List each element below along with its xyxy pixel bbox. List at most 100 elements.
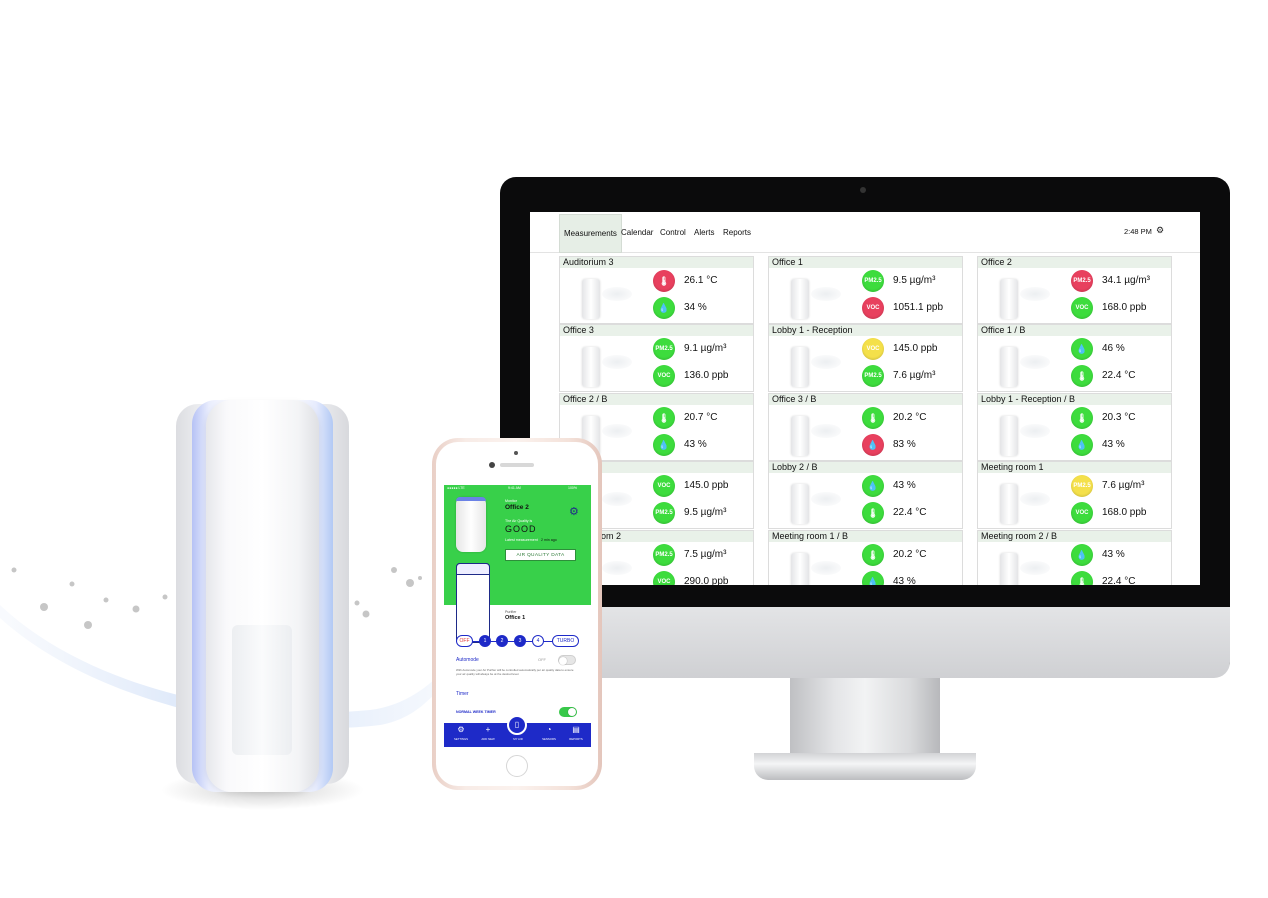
thermometer-icon: 🌡	[862, 544, 884, 566]
tab-calendar[interactable]: Calendar	[621, 228, 654, 237]
phone-speaker	[500, 463, 534, 467]
gear-icon[interactable]: ⚙	[569, 506, 579, 518]
fan-speed-selector: OFF 1 2 3 4 TURBO	[456, 635, 581, 647]
tab-dashboard[interactable]: ◔SENSORS	[537, 723, 561, 747]
tab-gear[interactable]: ⚙SETTINGS	[449, 723, 473, 747]
tab-device[interactable]: ▯MY AIR	[506, 723, 530, 747]
air-quality-data-button[interactable]: AIR QUALITY DATA	[505, 549, 576, 561]
mode-1-button[interactable]: 1	[479, 635, 491, 647]
mode-turbo-button[interactable]: TURBO	[552, 635, 579, 647]
purifier-device-image	[456, 563, 490, 643]
sensor-card-title: Lobby 2 / B	[769, 462, 962, 473]
sensor-value: 136.0 ppb	[684, 370, 729, 381]
sensor-card-title	[560, 462, 753, 473]
tab-measurements[interactable]: Measurements	[559, 214, 622, 253]
voc-icon: VOC	[653, 571, 675, 585]
monitor-name: Office 2	[505, 504, 529, 511]
humidity-icon: 💧	[1071, 434, 1093, 456]
tab-label: MY AIR	[513, 737, 523, 741]
sensor-value: 22.4 °C	[893, 507, 927, 518]
week-timer-toggle[interactable]	[559, 707, 577, 717]
sensor-value: 46 %	[1102, 343, 1125, 354]
mode-2-button[interactable]: 2	[496, 635, 508, 647]
thermometer-icon: 🌡	[862, 502, 884, 524]
sensor-value: 9.5 µg/m³	[893, 275, 936, 286]
sensor-value: 20.2 °C	[893, 412, 927, 423]
sensor-card[interactable]: Auditorium 3🌡26.1 °C💧34 %	[559, 256, 754, 324]
monitor-camera	[860, 187, 866, 193]
voc-icon: VOC	[1071, 297, 1093, 319]
sensor-card-title: Auditorium 3	[560, 257, 753, 268]
automode-toggle[interactable]	[558, 655, 576, 665]
sensor-card-title: Office 3 / B	[769, 394, 962, 405]
settings-gear-icon[interactable]: ⚙	[1156, 225, 1165, 235]
status-time: 9:41 AM	[508, 486, 521, 490]
tab-label: ADD NEW	[481, 737, 495, 741]
sensor-card[interactable]: Meeting room 1 / B🌡20.2 °C💧43 %	[768, 530, 963, 585]
voc-icon: VOC	[653, 365, 675, 387]
thermometer-icon: 🌡	[1071, 365, 1093, 387]
sensor-card[interactable]: Meeting room 2 / B💧43 %🌡22.4 °C	[977, 530, 1172, 585]
sensor-mist-decoration	[811, 355, 841, 369]
pm25-icon: PM2.5	[653, 502, 675, 524]
thermometer-icon: 🌡	[653, 270, 675, 292]
tab-report[interactable]: ▤REPORTS	[564, 723, 588, 747]
sensor-thumbnail	[791, 553, 809, 585]
air-quality-value: GOOD	[505, 524, 537, 534]
tab-reports[interactable]: Reports	[723, 228, 752, 237]
phone-home-button[interactable]	[506, 755, 528, 777]
sensor-mist-decoration	[1020, 355, 1050, 369]
purifier-device-top	[456, 563, 490, 575]
timer-label: Timer	[456, 691, 469, 697]
thermometer-icon: 🌡	[1071, 571, 1093, 585]
sensor-thumbnail	[1000, 416, 1018, 456]
mode-off-button[interactable]: OFF	[456, 635, 473, 647]
sensor-card-title: Office 1	[769, 257, 962, 268]
monitor-device-image	[456, 497, 486, 552]
sensor-value: 7.5 µg/m³	[684, 549, 727, 560]
sensor-value: 290.0 ppb	[684, 576, 729, 585]
sensor-card[interactable]: Lobby 2 / B💧43 %🌡22.4 °C	[768, 461, 963, 529]
latest-measurement-value: 2 min ago	[541, 538, 557, 542]
sensor-value: 22.4 °C	[1102, 370, 1136, 381]
sensor-value: 43 %	[893, 576, 916, 585]
sensor-value: 7.6 µg/m³	[1102, 480, 1145, 491]
sensor-value: 22.4 °C	[1102, 576, 1136, 585]
humidity-icon: 💧	[653, 297, 675, 319]
sensor-mist-decoration	[1020, 424, 1050, 438]
automode-state: OFF	[538, 657, 546, 662]
device-front-panel	[232, 625, 292, 755]
smartphone: ●●●●● LTE 9:41 AM 100% Monitor Office 2 …	[432, 438, 602, 790]
dashboard-screen: Measurements Calendar Control Alerts Rep…	[530, 212, 1200, 585]
sensor-card[interactable]: Lobby 1 - Reception / B🌡20.3 °C💧43 %	[977, 393, 1172, 461]
thermometer-icon: 🌡	[1071, 407, 1093, 429]
mode-3-button[interactable]: 3	[514, 635, 526, 647]
sensor-mist-decoration	[811, 287, 841, 301]
tab-control[interactable]: Control	[660, 228, 686, 237]
sensor-mist-decoration	[811, 561, 841, 575]
my-air-center-button[interactable]: ▯	[507, 715, 527, 735]
humidity-icon: 💧	[862, 571, 884, 585]
sensor-card-title: room 2	[560, 531, 753, 542]
air-quality-label: The Air Quality is	[505, 519, 533, 523]
purifier-label: Purifier	[505, 610, 517, 614]
tab-plus[interactable]: +ADD NEW	[476, 723, 500, 747]
sensor-thumbnail	[791, 279, 809, 319]
mode-4-button[interactable]: 4	[532, 635, 544, 647]
automode-label: Automode	[456, 657, 479, 663]
sensor-mist-decoration	[811, 424, 841, 438]
tab-alerts[interactable]: Alerts	[694, 228, 715, 237]
voc-icon: VOC	[1071, 502, 1093, 524]
sensor-value: 9.5 µg/m³	[684, 507, 727, 518]
sensor-card[interactable]: Office 3 / B🌡20.2 °C💧83 %	[768, 393, 963, 461]
sensor-thumbnail	[1000, 347, 1018, 387]
sensor-card[interactable]: Office 1 / B💧46 %🌡22.4 °C	[977, 324, 1172, 392]
sensor-value: 168.0 ppb	[1102, 507, 1147, 518]
sensor-mist-decoration	[602, 561, 632, 575]
